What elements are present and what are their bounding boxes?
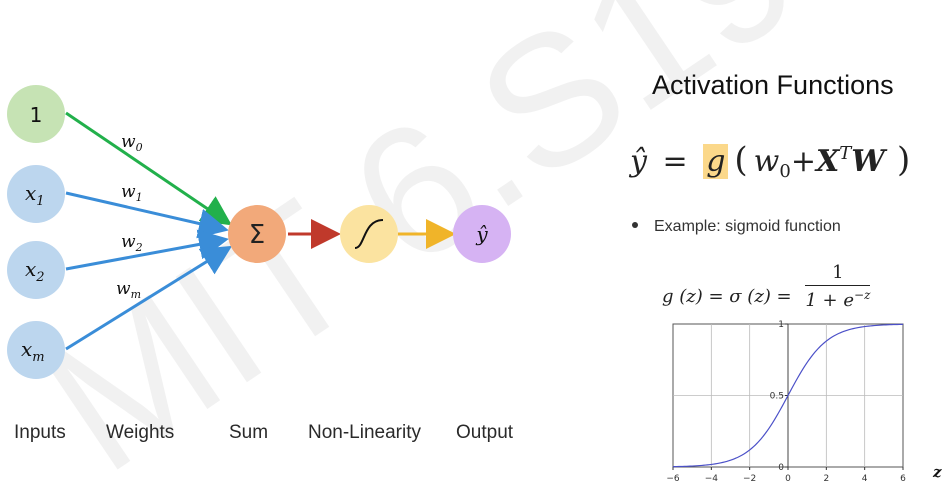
equation-g-highlight: g <box>703 144 729 179</box>
sum-symbol: Σ <box>249 220 265 250</box>
equation-plus: + <box>790 144 816 179</box>
sigmoid-denominator: 1 + e−z <box>805 286 870 311</box>
bias-node <box>7 85 65 143</box>
sigmoid-fraction: 1 1 + e−z <box>805 262 871 311</box>
equation-X: X <box>815 144 840 179</box>
stage-label-inputs: Inputs <box>14 422 66 443</box>
sum-node <box>228 205 286 263</box>
sigmoid-chart: −6 −4 −2 0 2 4 6 0 0.5 1 z <box>666 320 942 484</box>
input-node-m <box>7 321 65 379</box>
example-bullet: Example: sigmoid function <box>632 218 841 236</box>
chart-y-tick-label: 1 <box>778 320 784 330</box>
nonlinearity-node <box>340 205 398 263</box>
sigmoid-formula: g (z) = σ (z) = 1 1 + e−z <box>662 262 871 311</box>
stage-label-weights: Weights <box>106 422 175 443</box>
activation-equation: ŷ = g(w0+XTW) <box>630 140 911 182</box>
weight-label-2: w2 <box>121 232 143 254</box>
sigmoid-icon <box>354 219 384 249</box>
chart-y-tick-label: 0 <box>778 463 784 473</box>
equation-close-paren: ) <box>896 140 911 180</box>
equation-T: T <box>839 143 852 164</box>
chart-x-tick-label: −2 <box>743 474 756 484</box>
sigmoid-numerator: 1 <box>805 262 871 286</box>
bias-weight-arrow <box>65 111 232 226</box>
equation-yhat: ŷ <box>630 144 647 179</box>
perceptron-diagram: w0 w1 w2 wm 1 x1 x2 xm Σ ŷ <box>7 85 511 379</box>
sigmoid-denominator-exp: −z <box>854 288 871 302</box>
stage-label-output: Output <box>456 422 514 443</box>
stage-label-nonlinearity: Non-Linearity <box>308 422 421 443</box>
weight-label-0: w0 <box>121 132 143 154</box>
sigmoid-formula-lhs: g (z) = σ (z) = <box>662 285 792 307</box>
stage-label-sum: Sum <box>229 422 269 443</box>
chart-x-tick-label: −4 <box>705 474 719 484</box>
inputm-weight-arrow <box>65 245 233 351</box>
input2-weight-arrow <box>65 229 229 271</box>
input-node-1 <box>7 165 65 223</box>
equation-w0: w <box>753 144 780 179</box>
input-node-2 <box>7 241 65 299</box>
chart-x-tick-label: −6 <box>666 474 680 484</box>
bias-node-label: 1 <box>30 103 43 127</box>
weight-label-m: wm <box>116 279 141 301</box>
bullet-dot <box>632 221 638 228</box>
output-symbol: ŷ <box>475 222 488 246</box>
chart-xlabel: z <box>932 463 942 481</box>
weight-label-1: w1 <box>121 182 143 204</box>
equation-open-paren: ( <box>734 140 748 180</box>
chart-x-tick-label: 2 <box>823 474 829 484</box>
sigmoid-denominator-base: 1 + e <box>805 290 855 311</box>
output-node <box>453 205 511 263</box>
equation-equals: = <box>662 144 688 179</box>
chart-x-tick-label: 6 <box>900 474 906 484</box>
input1-weight-arrow <box>65 191 229 239</box>
chart-y-tick-label: 0.5 <box>770 392 784 402</box>
equation-w0-sub: 0 <box>779 161 791 182</box>
panel-title: Activation Functions <box>652 70 894 100</box>
bullet-text: Example: sigmoid function <box>654 218 841 235</box>
chart-x-tick-label: 4 <box>862 474 868 484</box>
equation-W: W <box>851 144 885 179</box>
chart-x-tick-label: 0 <box>785 474 791 484</box>
